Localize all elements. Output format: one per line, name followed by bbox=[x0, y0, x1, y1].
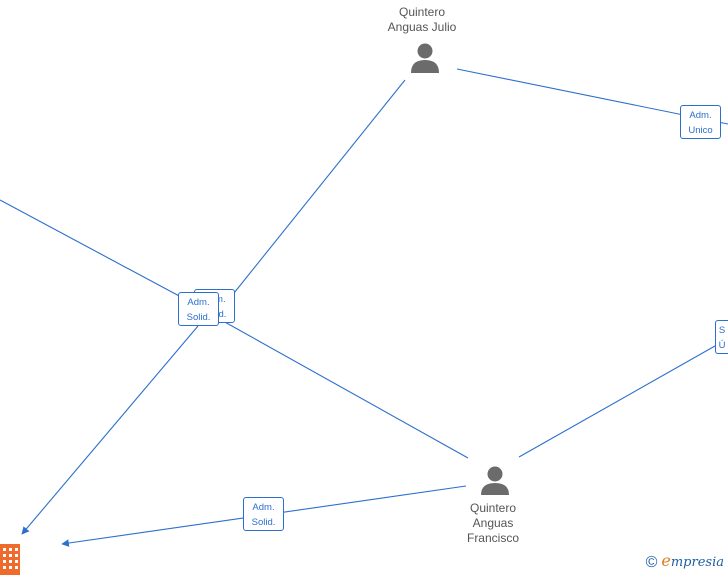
edges bbox=[0, 68, 728, 547]
edge-label-adm-unico-line1: Adm. bbox=[689, 110, 712, 121]
node-label-julio-line1: Quintero bbox=[398, 5, 446, 19]
edge-solid-to-company bbox=[21, 325, 199, 535]
brand-e: e bbox=[661, 551, 671, 570]
edge-label-right-partial-line1: S bbox=[718, 325, 726, 336]
copyright-symbol: © bbox=[645, 554, 658, 571]
edge-label-right-partial[interactable]: S Ú bbox=[715, 320, 728, 354]
node-label-julio-line2: Anguas Julio bbox=[387, 20, 457, 34]
edge-label-adm-solid-front-line2: Solid. bbox=[186, 312, 211, 323]
node-label-francisco-line3: Francisco bbox=[466, 531, 519, 545]
empresia-brand: ©empresia bbox=[646, 551, 724, 572]
edge-label-adm-solid-bottom-line2: Solid. bbox=[251, 517, 276, 528]
edge-label-adm-unico[interactable]: Adm. Unico bbox=[680, 105, 721, 139]
edge-francisco-to-right bbox=[518, 341, 723, 458]
person-icon-francisco[interactable] bbox=[481, 466, 509, 496]
node-label-julio[interactable]: Quintero Anguas Julio bbox=[372, 5, 472, 35]
edge-label-adm-solid-front[interactable]: Adm. Solid. bbox=[178, 292, 219, 326]
person-icon-julio[interactable] bbox=[411, 43, 439, 74]
edge-label-adm-solid-bottom[interactable]: Adm. Solid. bbox=[243, 497, 284, 531]
edge-label-right-partial-line2: Ú bbox=[718, 340, 726, 351]
node-label-francisco[interactable]: Quintero Anguas Francisco bbox=[443, 501, 543, 546]
node-label-francisco-line1: Quintero bbox=[469, 501, 517, 515]
edge-label-adm-solid-front-line1: Adm. bbox=[187, 297, 210, 308]
brand-name: mpresia bbox=[670, 555, 724, 570]
edge-label-adm-unico-line2: Unico bbox=[688, 125, 713, 136]
node-label-francisco-line2: Anguas bbox=[472, 516, 514, 530]
edge-left-to-solid bbox=[0, 199, 197, 306]
edge-solid-to-francisco bbox=[213, 315, 469, 459]
edge-label-adm-solid-bottom-line1: Adm. bbox=[252, 502, 275, 513]
edge-julio-to-solid bbox=[229, 79, 406, 299]
company-building-icon[interactable] bbox=[0, 544, 20, 575]
